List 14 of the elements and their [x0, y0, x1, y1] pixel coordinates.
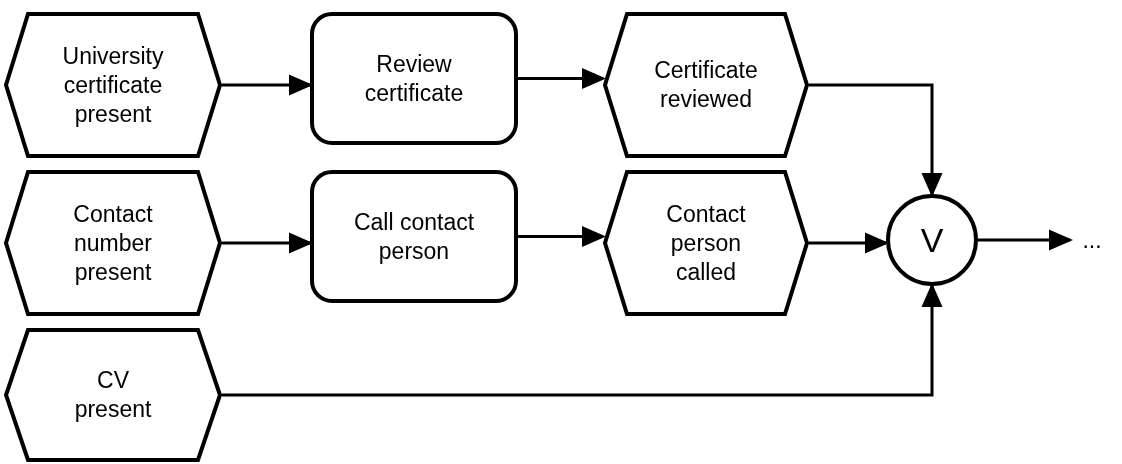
operator-symbol: V [920, 220, 944, 260]
node-label: Review certificate [363, 49, 465, 108]
node-label: Contact person called [665, 199, 747, 287]
arrow [978, 229, 1073, 251]
continuation-text: ... [1082, 225, 1102, 255]
arrow [518, 226, 606, 247]
node-label: University certificate present [61, 41, 165, 129]
node-label: Contact number present [72, 199, 154, 287]
arrow [809, 83, 943, 197]
node-label: CV present [73, 366, 153, 424]
arrow [222, 283, 943, 397]
node-label: Call contact person [352, 207, 476, 266]
node-label: Certificate reviewed [653, 56, 759, 114]
arrow [518, 68, 606, 89]
